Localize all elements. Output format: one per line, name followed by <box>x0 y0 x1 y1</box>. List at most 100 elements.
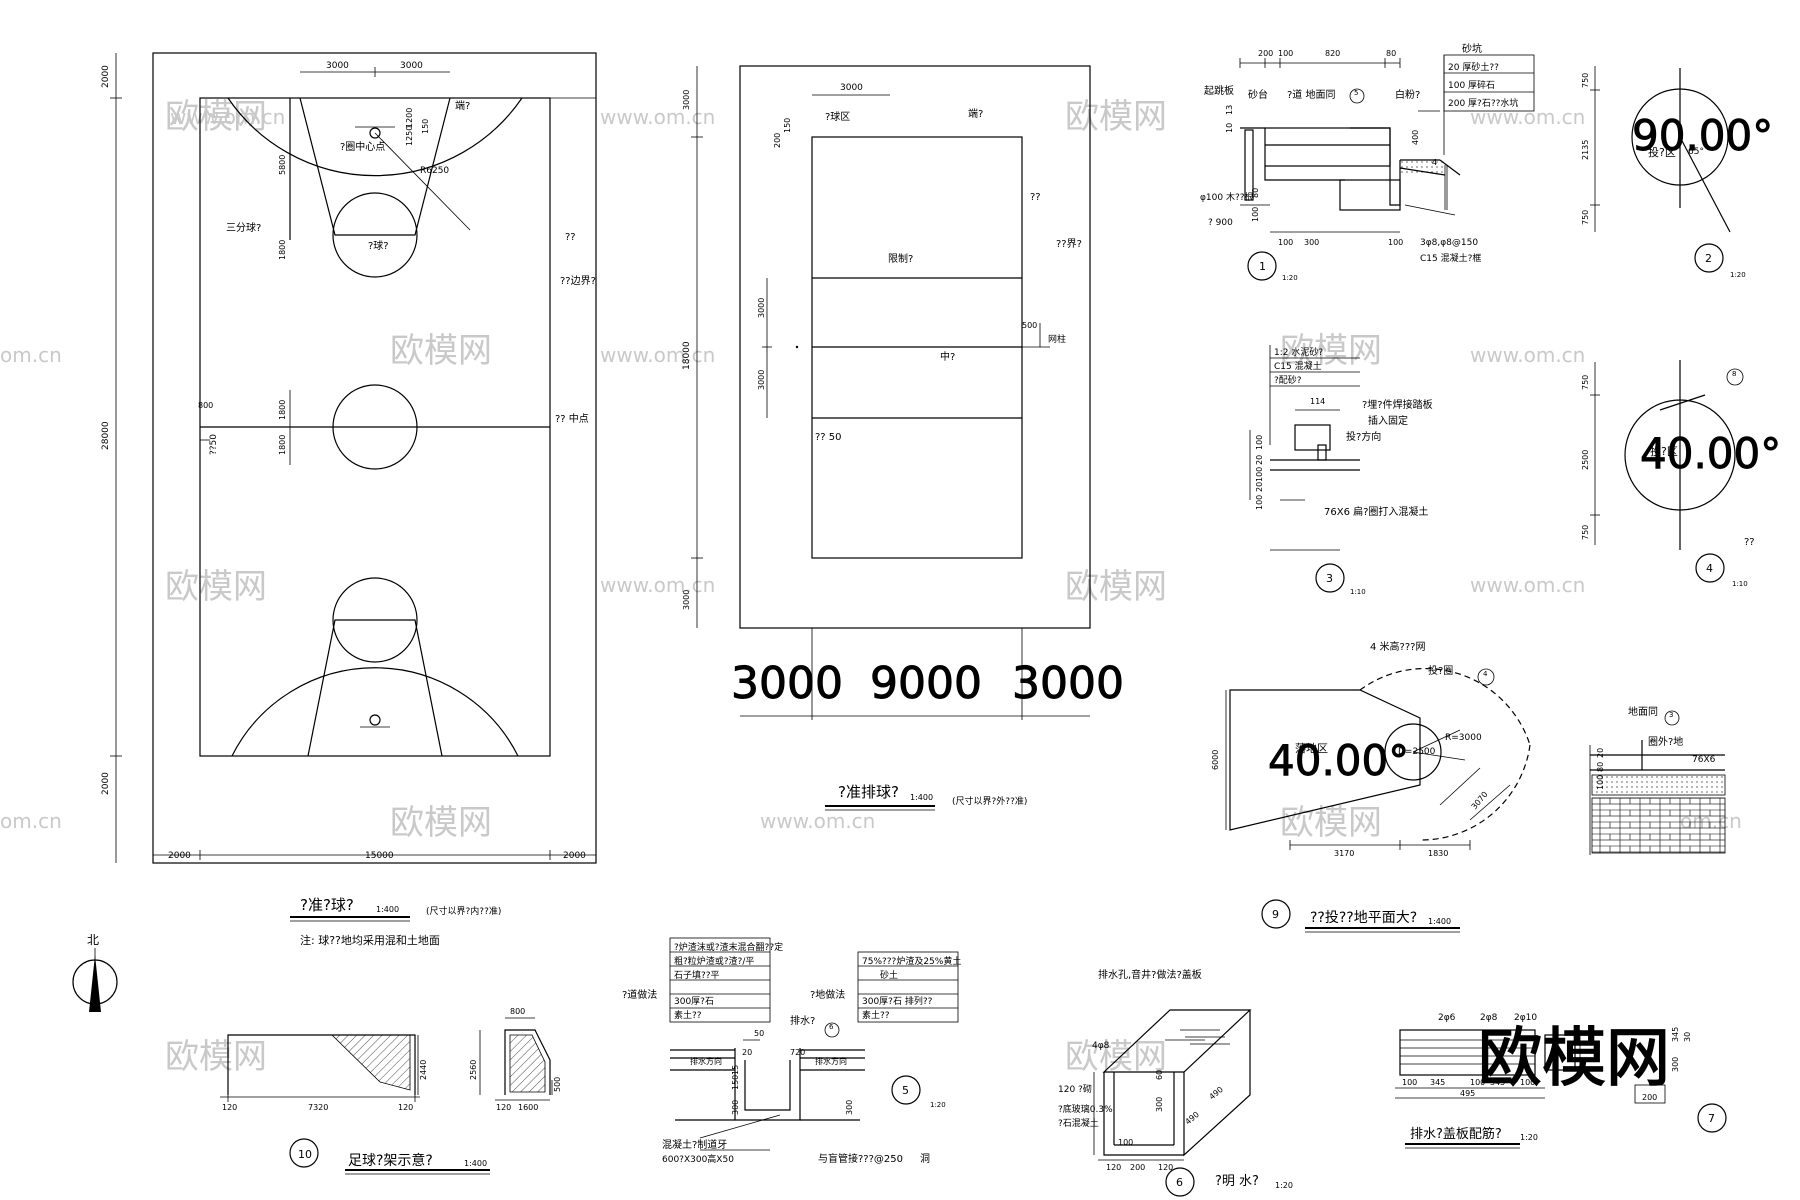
label: ? 900 <box>1208 218 1233 228</box>
label: ?底玻璃0.3% <box>1058 1103 1113 1115</box>
dim-label: 3070 <box>1470 790 1490 811</box>
dim-label: 120 <box>1158 1163 1173 1172</box>
detail-number: 1 <box>1259 260 1266 273</box>
dim-label: 1200 <box>405 108 414 128</box>
layer-label: ?炉渣沫或?渣末混合翻??定 <box>674 941 783 953</box>
dim-label: 120 <box>222 1103 237 1112</box>
watermark-logo: 欧模网 <box>1280 331 1382 371</box>
watermark-site: www.om.cn <box>600 573 715 597</box>
label: 砂坑 <box>1462 42 1482 55</box>
dim-label: 80 <box>1386 49 1396 58</box>
label: 2φ6 <box>1438 1013 1456 1023</box>
label: 排水方向 <box>690 1056 722 1066</box>
watermark-site: www.om.cn <box>1470 343 1585 367</box>
label: 500 <box>1022 321 1037 330</box>
label: 投?圈 <box>1428 664 1453 677</box>
label: 与盲管接???@250 <box>818 1152 903 1165</box>
label: ?地做法 <box>810 988 845 1001</box>
drawing-scale: 1:20 <box>930 1101 946 1109</box>
dim-label: 6000 <box>1211 750 1220 770</box>
label: 限制? <box>888 252 913 265</box>
watermark-site: om.cn <box>0 343 62 367</box>
dim-label: 5800 <box>278 155 287 175</box>
dim-label: 15000 <box>365 851 394 861</box>
dim-label: 2500 <box>1581 450 1590 470</box>
label: ??边界? <box>560 275 596 287</box>
dim-label: 100 <box>1470 1078 1485 1087</box>
layer-label: 75%???炉渣及25%黄土 <box>862 955 961 967</box>
layer-label: 300厚?石 <box>674 996 714 1007</box>
label: R6250 <box>420 166 449 176</box>
label: ?? <box>1744 537 1755 548</box>
volleyball-labels: 3000 200 150 ?球区 端? ?? ??界? 限制? 500 网柱 中… <box>682 83 1124 811</box>
drawing-title: ?明 水? <box>1215 1174 1259 1189</box>
watermark-site: www.om.cn <box>170 105 285 129</box>
north-label: 北 <box>87 933 99 947</box>
label: ?球? <box>368 239 389 252</box>
watermark-site: www.om.cn <box>760 809 875 833</box>
drawing-scale: 1:20 <box>1282 274 1298 282</box>
label: 端? <box>455 99 470 112</box>
label: ?? <box>565 232 576 243</box>
watermark-logo: 欧模网 <box>165 567 267 607</box>
dim-label: 2000 <box>101 65 111 88</box>
drawing-title: 排水?盖板配筋? <box>1410 1126 1502 1142</box>
layer-label: ?配砂? <box>1274 374 1302 386</box>
dim-label: 1250 <box>405 126 414 146</box>
watermark-logo: 欧模网 <box>390 331 492 371</box>
dim-label: 1800 <box>278 240 287 260</box>
ref-number: 3 <box>1669 711 1673 719</box>
detail-number: 3 <box>1326 572 1333 585</box>
dim-label: 3000 <box>840 83 863 93</box>
dim-label: 80 <box>1251 188 1260 198</box>
drawing-scale: 1:400 <box>1428 917 1451 926</box>
label: ?道 地面同 <box>1287 88 1336 101</box>
detail-6-open-drain: 排水孔,音井?做法?盖板 4φ8 120 ?砌 ?底玻璃0.3% ?石混凝土 1… <box>1058 968 1293 1197</box>
angle-big-label: 90.00° <box>1632 111 1773 160</box>
label: 76X6 <box>1692 755 1716 765</box>
dim-label: 100 <box>1118 1138 1133 1147</box>
label: 120 ?砌 <box>1058 1084 1092 1095</box>
layer-label: 砂土 <box>880 969 898 981</box>
detail-3-ring-section: 1:2 水泥砂? C15 混凝土 ?配砂? 114 ?埋?件焊接踏板 插入固定 … <box>1249 345 1433 596</box>
dim-big-label: 9000 <box>870 658 982 709</box>
dim-label: 2440 <box>419 1060 428 1080</box>
watermark-logo: 欧模网 <box>1065 1037 1167 1077</box>
label: 排水孔,音井?做法?盖板 <box>1098 968 1202 981</box>
label: 端? <box>968 107 983 120</box>
dim-label: 3000 <box>682 90 691 110</box>
detail-2-throwing-sector: 750 2135 750 90.00° 投?区 65° 2 1:20 <box>1581 66 1774 279</box>
dim-label: 300 <box>731 1100 740 1115</box>
dim-label: 20 <box>1255 455 1264 465</box>
dim-label: 400 <box>1411 130 1420 145</box>
dim-label: 750 <box>1581 375 1590 390</box>
label: R=3000 <box>1445 733 1482 743</box>
label: φ100 木??根 <box>1200 191 1254 203</box>
dim-label: 100 <box>1520 1078 1535 1087</box>
label: ?道做法 <box>622 988 657 1001</box>
dim-label: 120 <box>496 1103 511 1112</box>
dim-label: 50 <box>754 1029 764 1038</box>
dim-label: 2000 <box>563 851 586 861</box>
drawing-title: ??投??地平面大? <box>1310 910 1417 926</box>
dim-label: 7320 <box>308 1103 328 1112</box>
label: 2φ8 <box>1480 1013 1498 1023</box>
ref-number: 4 <box>1483 670 1488 678</box>
drawing-scale: 1:400 <box>464 1159 487 1168</box>
detail-1-labels: 200 100 820 80 起跳板 砂台 ?道 地面同 5 白粉? 砂坑 20… <box>1200 42 1518 282</box>
detail-number: 2 <box>1705 252 1712 265</box>
drawing-title: 足球?架示意? <box>348 1152 433 1169</box>
angle-big-label: 40.00° <box>1640 429 1781 478</box>
label: 砂台 <box>1248 88 1268 101</box>
layer-label: C15 混凝土 <box>1274 360 1322 372</box>
watermark-logo: 欧模网 <box>165 97 267 137</box>
dim-label: 720 <box>790 1048 805 1057</box>
north-arrow: 北 <box>72 933 118 1012</box>
dim-label: 200 <box>1130 1163 1145 1172</box>
dim-label: 3170 <box>1334 849 1354 858</box>
drawing-note: (尺寸以界?内??准) <box>426 905 501 917</box>
dim-label: 300 <box>1304 238 1319 247</box>
dim-label: 100 <box>1388 238 1403 247</box>
watermark-site: om.cn <box>0 809 62 833</box>
